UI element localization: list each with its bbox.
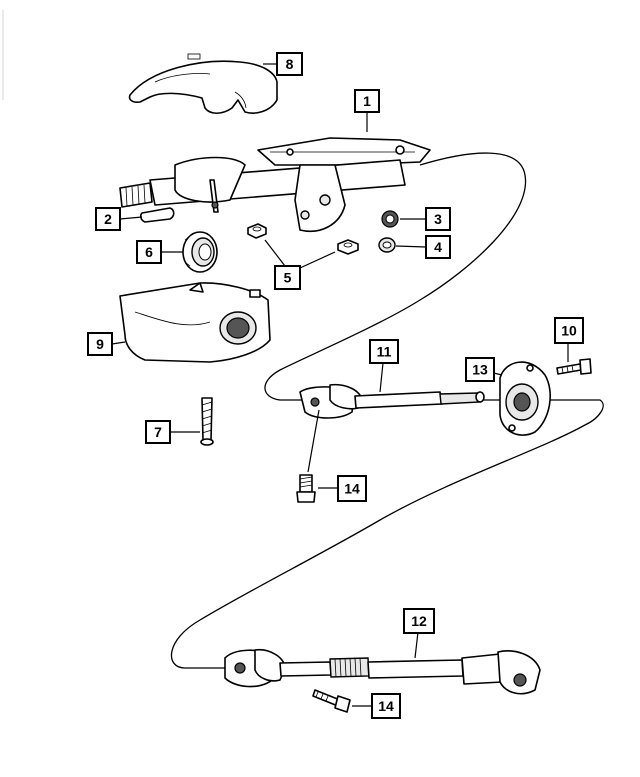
svg-text:14: 14	[378, 698, 394, 714]
key-part	[139, 207, 175, 223]
svg-text:9: 9	[96, 336, 104, 352]
svg-text:14: 14	[344, 481, 360, 497]
callout-1: 1	[354, 89, 380, 113]
callout-8: 8	[276, 52, 303, 76]
svg-text:6: 6	[145, 244, 153, 260]
assembly-path-line	[170, 152, 604, 669]
nut-part-5	[247, 223, 359, 255]
svg-text:7: 7	[154, 424, 162, 440]
callout-9: 9	[87, 332, 113, 356]
steering-column-part	[119, 137, 431, 232]
callout-5: 5	[274, 265, 301, 290]
svg-text:3: 3	[434, 211, 442, 227]
callout-4: 4	[425, 235, 451, 259]
svg-text:8: 8	[286, 56, 294, 72]
bolt-part-14-upper	[296, 474, 316, 503]
lower-shroud-part	[119, 282, 271, 363]
intermediate-shaft-part	[299, 383, 485, 419]
svg-text:1: 1	[363, 93, 371, 109]
svg-text:10: 10	[561, 323, 577, 339]
svg-text:2: 2	[104, 211, 112, 227]
svg-text:11: 11	[377, 344, 392, 360]
nut-part-3	[381, 210, 399, 228]
bolt-part-10	[556, 358, 592, 375]
callout-2: 2	[95, 207, 121, 231]
bolt-part-14-lower	[312, 689, 351, 713]
washer-part-4	[378, 237, 396, 253]
callout-6: 6	[136, 240, 162, 264]
svg-text:4: 4	[434, 239, 442, 255]
callout-14-lower: 14	[371, 693, 401, 719]
svg-text:13: 13	[472, 362, 488, 378]
callout-14-upper: 14	[337, 475, 367, 502]
callout-7: 7	[145, 420, 171, 444]
callout-12: 12	[403, 608, 435, 634]
seal-part-13	[499, 361, 551, 436]
callout-11: 11	[369, 339, 399, 364]
upper-shroud-part	[128, 53, 278, 115]
lower-shaft-part	[224, 648, 541, 695]
svg-text:5: 5	[284, 270, 292, 286]
screw-part-7	[200, 397, 214, 446]
callout-10: 10	[554, 317, 584, 344]
callout-13: 13	[465, 357, 495, 382]
ring-part-6	[182, 231, 218, 273]
svg-text:12: 12	[411, 613, 427, 629]
callout-3: 3	[425, 207, 451, 231]
